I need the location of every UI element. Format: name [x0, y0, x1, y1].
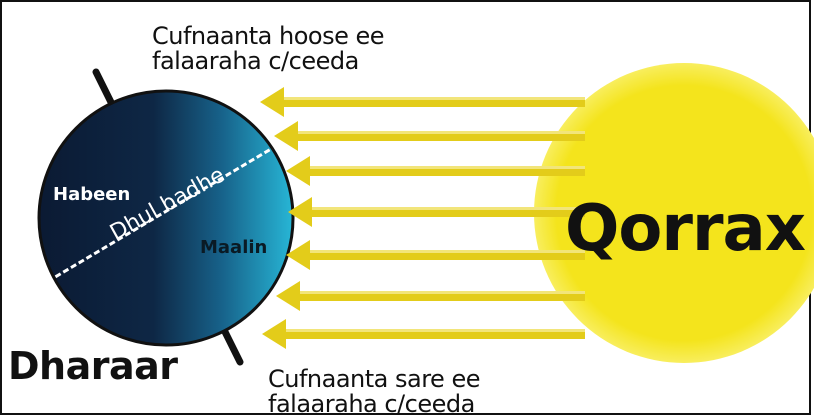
- sun-ray-arrowhead: [262, 319, 286, 349]
- sun-ray-highlight: [296, 291, 585, 294]
- top-note-line-2: falaaraha c/ceeda: [152, 47, 359, 75]
- sun-ray-shaft: [306, 250, 585, 260]
- night-label: Habeen: [53, 184, 131, 205]
- earth-globe: [37, 89, 295, 347]
- sun-ray-arrowhead: [288, 197, 312, 227]
- sun-ray-shaft: [296, 291, 585, 301]
- sun-ray-arrowhead: [286, 156, 310, 186]
- sun-disc: [534, 63, 814, 363]
- equator-line: [39, 144, 277, 288]
- sun-ray-highlight: [306, 166, 585, 169]
- sun-ray-arrowhead: [286, 240, 310, 270]
- top-note-line-1: Cufnaanta hoose ee: [152, 22, 385, 50]
- sun-ray-shaft: [294, 131, 585, 141]
- bottom-note-line-1: Cufnaanta sare ee: [268, 365, 480, 393]
- sun-rays: [260, 87, 585, 349]
- sun-ray-shaft: [282, 329, 585, 339]
- sun-ray-highlight: [282, 329, 585, 332]
- sun-ray-shaft: [280, 97, 585, 107]
- sun-ray-shaft: [308, 207, 585, 217]
- bottom-density-note: Cufnaanta sare ee falaaraha c/ceeda: [268, 367, 480, 417]
- sun-ray-highlight: [294, 131, 585, 134]
- sun-ray-arrowhead: [274, 121, 298, 151]
- sun-title: Qorrax: [565, 192, 806, 266]
- sun-ray-highlight: [308, 207, 585, 210]
- top-density-note: Cufnaanta hoose ee falaaraha c/ceeda: [152, 22, 385, 75]
- sun-ray-arrowhead: [260, 87, 284, 117]
- day-label: Maalin: [200, 237, 268, 258]
- sun-ray-shaft: [306, 166, 585, 176]
- earth-title: Dharaar: [8, 344, 178, 388]
- sun-ray-arrowhead: [276, 281, 300, 311]
- bottom-note-line-2: falaaraha c/ceeda: [268, 390, 475, 418]
- sun-ray-highlight: [280, 97, 585, 100]
- sun-ray-highlight: [306, 250, 585, 253]
